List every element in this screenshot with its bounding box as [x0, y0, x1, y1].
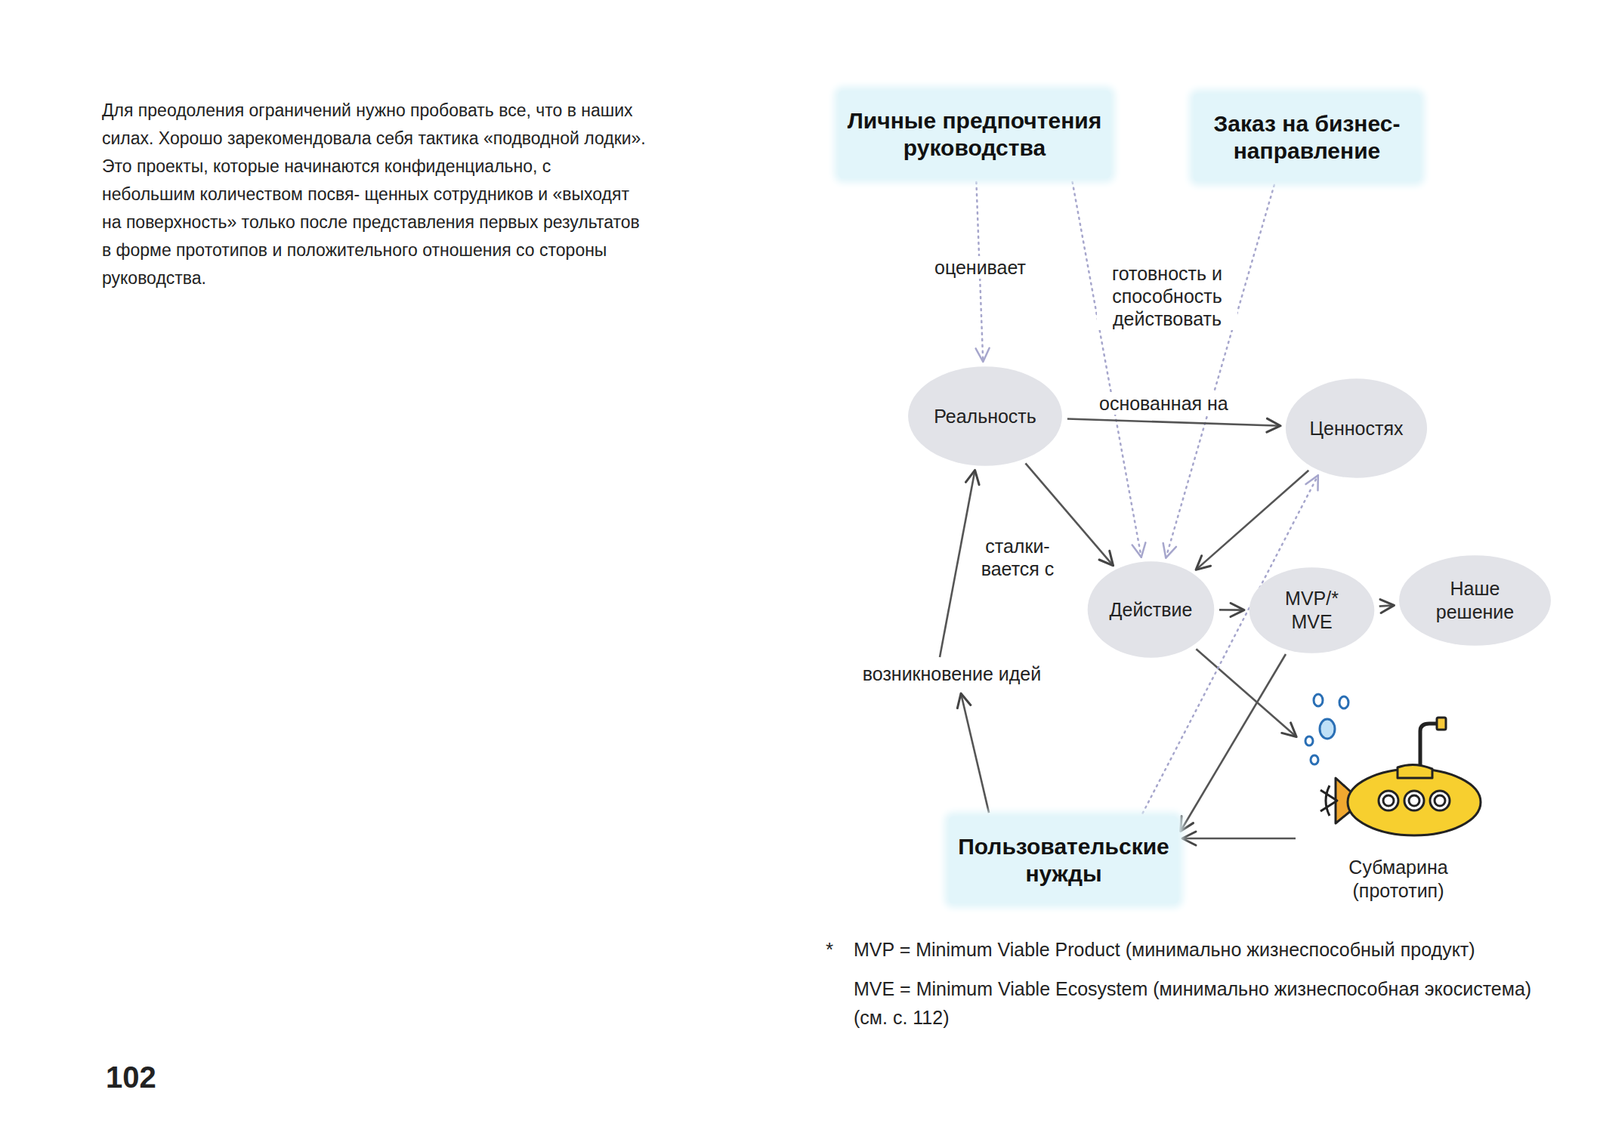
node-text-group: Ценностях [1309, 416, 1404, 441]
connector [939, 469, 989, 813]
node-text-group: Субмарина (прототип) [1326, 855, 1471, 903]
concept-circle: Наше решение [1397, 554, 1553, 647]
body-text: Для преодоления ограничений нужно пробов… [101, 96, 646, 293]
connector [1182, 838, 1296, 840]
concept-circle: Ценностях [1284, 377, 1429, 479]
circle-fill [1249, 567, 1375, 654]
arrow-line [939, 469, 976, 658]
footnote-text: MVP = Minimum Viable Product (минимально… [853, 935, 1564, 964]
bubbles [1305, 694, 1349, 765]
page-number: 102 [105, 1059, 197, 1096]
node-text-group: MVP/* MVE [1270, 586, 1353, 634]
connector [1379, 605, 1395, 606]
circle-fill [908, 366, 1063, 466]
edge-label: оценивает [932, 256, 1029, 279]
node-label: Реальность [933, 404, 1037, 429]
circle-outline [1247, 566, 1376, 655]
circle-outline [1397, 554, 1553, 647]
prototype-node: Субмарина (прототип) [1299, 683, 1498, 903]
node-label: Заказ на бизнес- направление [1201, 110, 1413, 165]
circle-fill [1087, 561, 1215, 658]
node-label: Наше решение [1424, 577, 1526, 624]
topic-band: Пользовательские нужды [948, 816, 1179, 904]
arrow-line [1195, 648, 1297, 737]
concept-circle: MVP/* MVE [1247, 566, 1376, 655]
node-text-group: Заказ на бизнес- направление [1201, 110, 1413, 165]
arrow-line [1195, 470, 1309, 571]
node-text-group: Действие [1109, 598, 1193, 622]
concept-circle: Реальность [906, 365, 1064, 467]
circle-fill [1399, 555, 1551, 646]
connector [1195, 470, 1309, 571]
edge-label: основанная на [1096, 392, 1231, 415]
edge-label: возникновение идей [851, 662, 1053, 686]
connector [1072, 182, 1142, 558]
node-text-group: Пользовательские нужды [956, 833, 1171, 888]
connector [1067, 419, 1281, 427]
footnote-mark: * [825, 935, 849, 964]
node-text-group: Личные предпочтения руководства [846, 107, 1103, 162]
connector [1219, 609, 1245, 611]
submarine [1320, 717, 1481, 836]
edge-label: сталки- вается с [977, 534, 1058, 581]
node-text-group: Наше решение [1424, 577, 1526, 624]
node-label: Личные предпочтения руководства [846, 107, 1103, 162]
arrow-line [1067, 419, 1281, 427]
node-label: Субмарина (прототип) [1326, 855, 1471, 903]
circle-fill [1285, 378, 1428, 478]
topic-band: Личные предпочтения руководства [838, 90, 1111, 179]
dotted-arrow-line [1072, 182, 1142, 558]
node-label: Ценностях [1309, 416, 1404, 441]
node-label: Действие [1109, 598, 1193, 622]
footnote-text: MVE = Minimum Viable Ecosystem (минималь… [853, 974, 1553, 1032]
topic-band: Заказ на бизнес- направление [1193, 93, 1421, 182]
edge-label: готовность и способность действовать [1096, 262, 1238, 331]
node-label: MVP/* MVE [1270, 586, 1353, 634]
dotted-arrow-line [1165, 185, 1275, 559]
arrow-line [1219, 608, 1245, 612]
concept-circle: Действие [1086, 560, 1216, 659]
arrow-line [1379, 605, 1395, 606]
arrow-line [960, 693, 989, 813]
connector [1165, 185, 1275, 559]
arrow-line [1182, 837, 1296, 841]
node-text-group: Реальность [933, 404, 1037, 429]
connector [1195, 648, 1297, 737]
node-label: Пользовательские нужды [956, 833, 1171, 888]
